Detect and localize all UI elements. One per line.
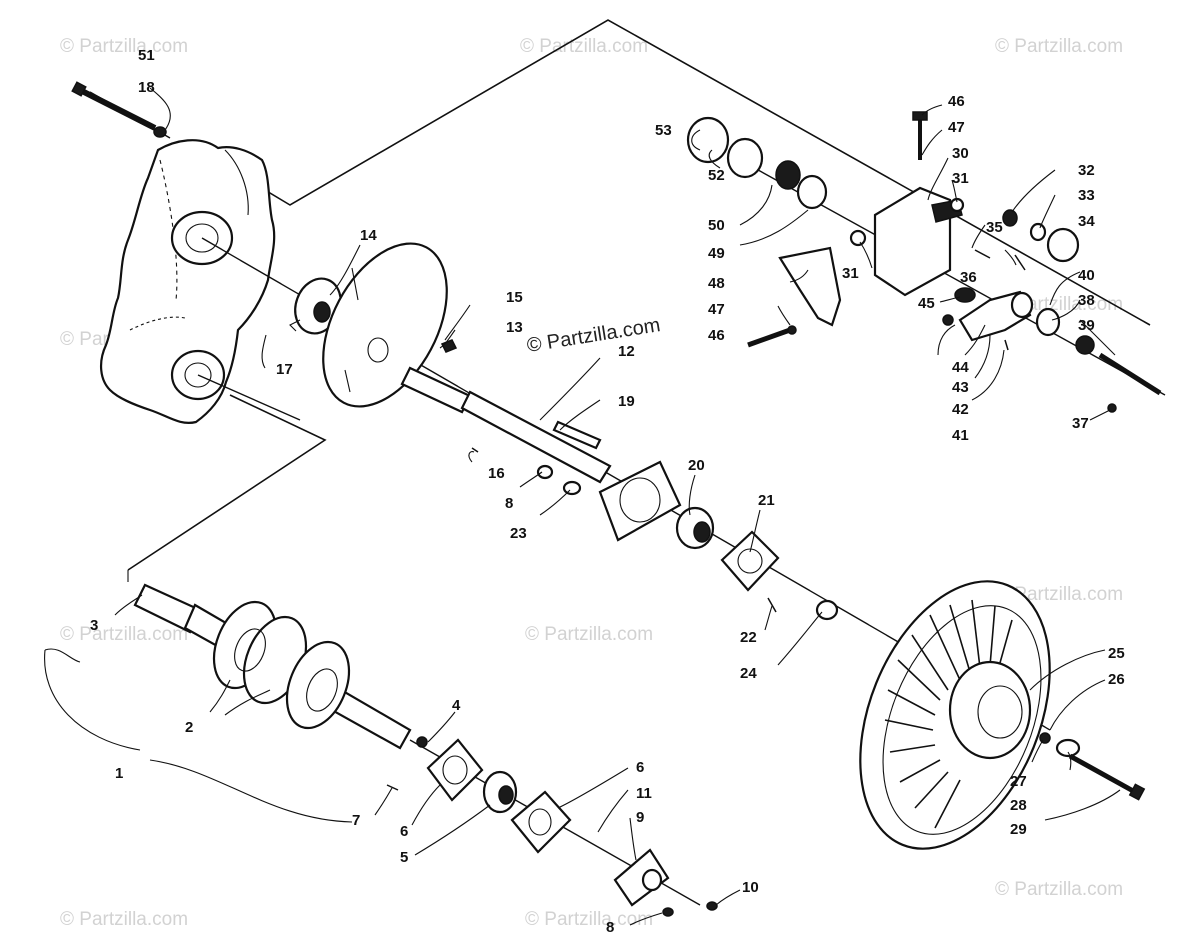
brake-caliper-assembly (686, 111, 1162, 413)
bolt-51 (71, 81, 167, 138)
callout-50: 50 (708, 217, 725, 234)
callout-20: 20 (688, 457, 705, 474)
callout-39: 39 (1078, 317, 1095, 334)
watermark: © Partzilla.com (520, 36, 648, 57)
callout-10: 10 (742, 879, 759, 896)
jackshaft-12 (400, 339, 612, 496)
callout-34: 34 (1078, 213, 1095, 230)
callout-38: 38 (1078, 292, 1095, 309)
callout-8b: 8 (606, 919, 614, 936)
brake-disc-15 (322, 242, 448, 408)
callout-6b: 6 (636, 759, 644, 776)
callout-31b: 31 (842, 265, 859, 282)
callout-11: 11 (636, 785, 652, 802)
callout-52: 52 (708, 167, 725, 184)
callout-19: 19 (618, 393, 635, 410)
callout-53: 53 (655, 122, 672, 139)
callout-47: 47 (708, 301, 725, 318)
callout-1: 1 (115, 765, 123, 782)
watermark: © Partzilla.com (60, 624, 188, 645)
chaincase-housing (100, 139, 276, 424)
callout-31: 31 (952, 170, 969, 187)
watermark: © Partzilla.com (525, 909, 653, 930)
callout-18: 18 (138, 79, 155, 96)
callout-45: 45 (918, 295, 935, 312)
callout-48: 48 (708, 275, 725, 292)
watermark: © Partzilla.com (995, 879, 1123, 900)
lower-bearing-parts (386, 738, 718, 917)
track-sprockets-2 (212, 600, 351, 730)
callout-3: 3 (90, 617, 98, 634)
callout-8: 8 (505, 495, 513, 512)
callout-36: 36 (960, 269, 977, 286)
callout-29: 29 (1010, 821, 1027, 838)
watermark: © Partzilla.com (60, 36, 188, 57)
drive-axle-3 (133, 583, 428, 750)
callout-13: 13 (506, 319, 523, 336)
callout-37: 37 (1072, 415, 1089, 432)
callout-33: 33 (1078, 187, 1095, 204)
callout-23: 23 (510, 525, 527, 542)
callout-4: 4 (452, 697, 461, 714)
driven-clutch-25 (859, 580, 1146, 850)
leader-lines (44, 87, 1121, 926)
callout-14: 14 (360, 227, 377, 244)
callout-24: 24 (740, 665, 757, 682)
callout-35: 35 (986, 219, 1003, 236)
callout-22: 22 (740, 629, 757, 646)
callout-2: 2 (185, 719, 193, 736)
callout-26: 26 (1108, 671, 1125, 688)
callout-51: 51 (138, 47, 155, 64)
callout-44: 44 (952, 359, 969, 376)
callout-27: 27 (1010, 773, 1027, 790)
callout-17: 17 (276, 361, 293, 378)
cooling-fins (884, 599, 1013, 829)
callout-32: 32 (1078, 162, 1095, 179)
callout-46b: 46 (948, 93, 965, 110)
callout-41: 41 (952, 427, 969, 444)
watermark: © Partzilla.com (995, 36, 1123, 57)
callout-25: 25 (1108, 645, 1125, 662)
watermark-center: © Partzilla.com (525, 314, 662, 357)
callout-28: 28 (1010, 797, 1027, 814)
callout-9: 9 (636, 809, 644, 826)
callout-30: 30 (952, 145, 969, 162)
callout-46: 46 (708, 327, 725, 344)
callout-21: 21 (758, 492, 775, 509)
bearing-housing-20 (598, 460, 839, 621)
watermark: © Partzilla.com (525, 624, 653, 645)
callout-16: 16 (488, 465, 505, 482)
callout-labels: 51 18 14 17 15 13 12 19 16 8 23 20 21 22… (90, 47, 1125, 936)
callout-12: 12 (618, 343, 635, 360)
callout-49: 49 (708, 245, 725, 262)
callout-6: 6 (400, 823, 408, 840)
callout-7: 7 (352, 812, 360, 829)
watermark: © Partzilla.com (60, 909, 188, 930)
callout-40: 40 (1078, 267, 1095, 284)
callout-15: 15 (506, 289, 523, 306)
callout-5: 5 (400, 849, 408, 866)
callout-47b: 47 (948, 119, 965, 136)
callout-42: 42 (952, 401, 969, 418)
callout-43: 43 (952, 379, 969, 396)
